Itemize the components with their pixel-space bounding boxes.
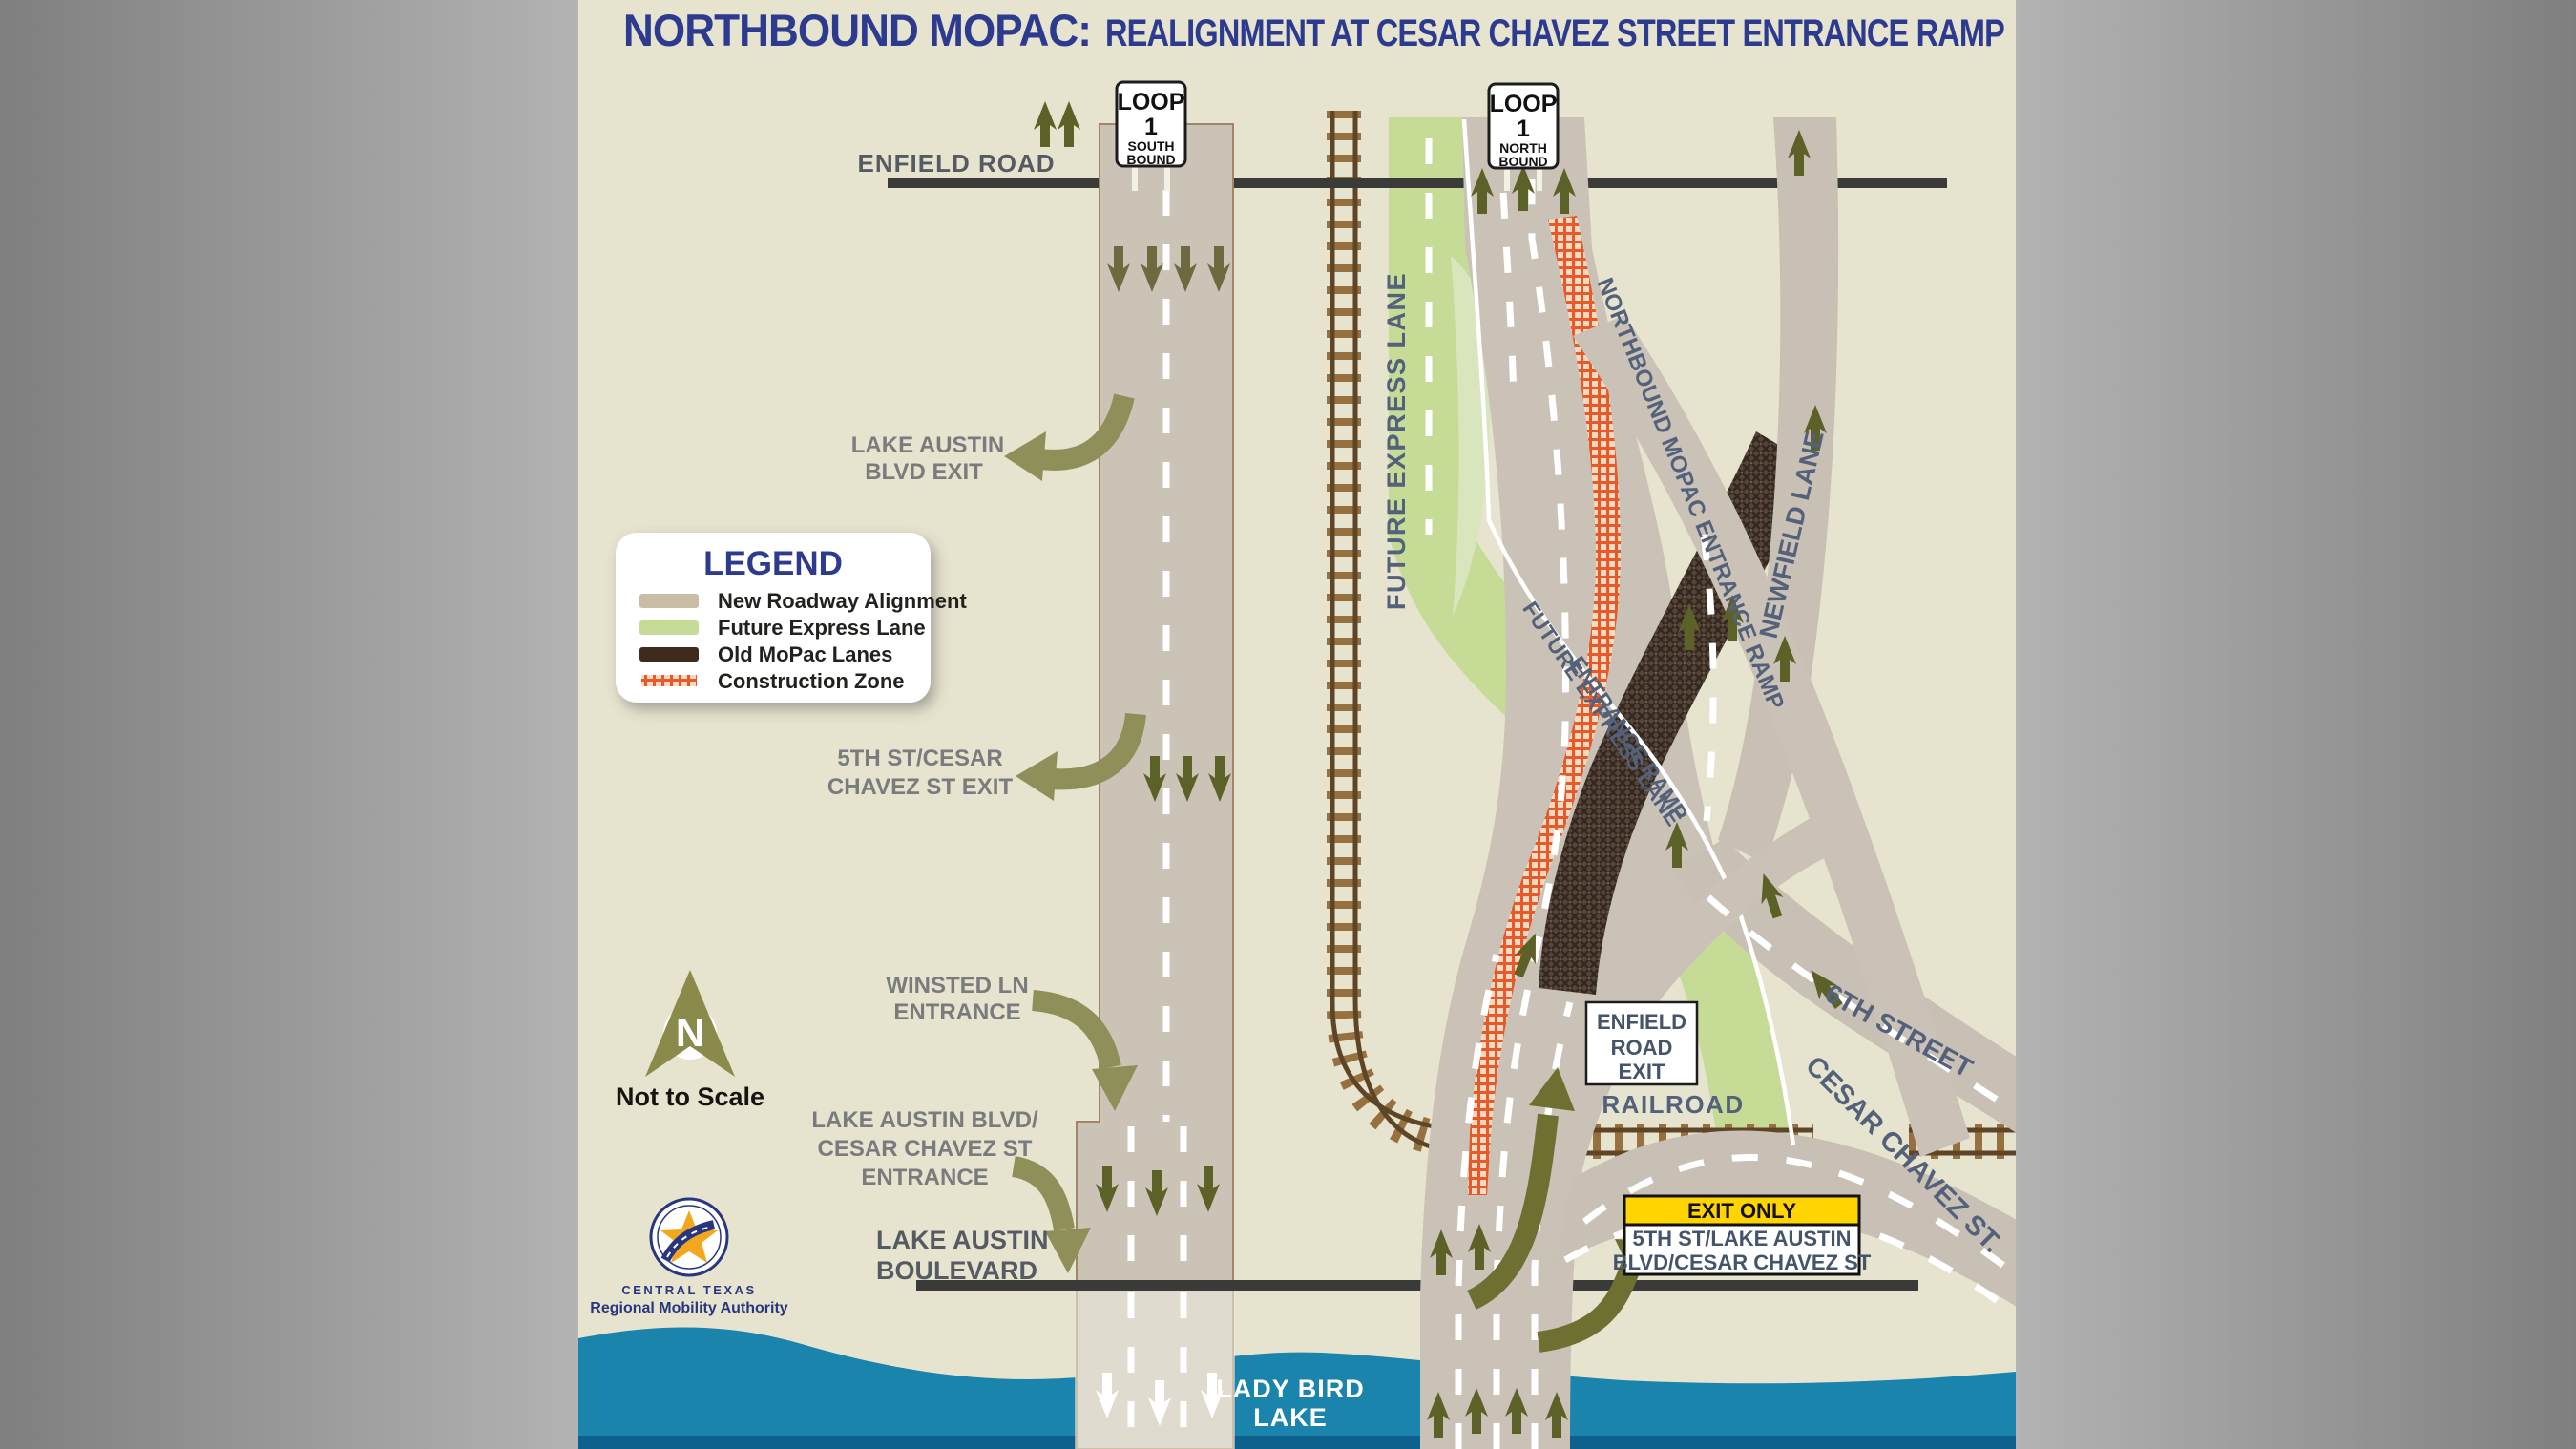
svg-text:New Roadway Alignment: New Roadway Alignment <box>718 589 967 613</box>
svg-text:LADY BIRD: LADY BIRD <box>1216 1375 1365 1403</box>
svg-text:Old MoPac Lanes: Old MoPac Lanes <box>718 642 892 666</box>
loop1-north-sign: LOOP 1 NORTH BOUND <box>1487 82 1560 191</box>
svg-text:SOUTH: SOUTH <box>1128 138 1175 154</box>
left-gray-panel <box>0 0 578 1449</box>
fifth-exit-label: 5TH ST/CESAR CHAVEZ ST EXIT <box>827 746 1014 800</box>
page-title-strong: NORTHBOUND MOPAC: <box>623 5 1091 55</box>
cesar-chavez-road <box>1558 1130 2016 1307</box>
fifth-st-exit-arrow <box>1051 712 1146 790</box>
lake-austin-exit-arrow <box>1038 393 1135 471</box>
svg-text:Construction Zone: Construction Zone <box>718 669 905 693</box>
winsted-entrance-arrow <box>1031 990 1121 1070</box>
svg-text:BOUND: BOUND <box>1498 154 1547 169</box>
lake-austin-blvd-line <box>916 1280 1918 1291</box>
lane-edge-line <box>1461 118 1796 1146</box>
north-arrow: N <box>645 970 735 1077</box>
svg-text:BOULEVARD: BOULEVARD <box>876 1256 1037 1285</box>
logo-line2: Regional Mobility Authority <box>590 1300 788 1316</box>
enfield-road-line <box>888 178 1947 188</box>
svg-text:ENTRANCE: ENTRANCE <box>861 1165 988 1190</box>
svg-text:ROAD: ROAD <box>1611 1036 1673 1060</box>
svg-text:BLVD/CESAR CHAVEZ ST: BLVD/CESAR CHAVEZ ST <box>1613 1250 1872 1274</box>
ctrma-logo: CENTRAL TEXAS Regional Mobility Authorit… <box>590 1197 788 1316</box>
logo-line1: CENTRAL TEXAS <box>621 1283 756 1297</box>
svg-text:BOUND: BOUND <box>1126 152 1175 167</box>
svg-text:ENFIELD: ENFIELD <box>1597 1010 1686 1034</box>
svg-text:ENTRANCE: ENTRANCE <box>893 999 1020 1025</box>
southbound-bridge-fade <box>1075 1291 1235 1449</box>
lady-bird-lake-water <box>578 1327 2016 1449</box>
lady-bird-lake-label: LADY BIRD LAKE <box>1216 1375 1365 1432</box>
north-letter: N <box>676 1010 704 1055</box>
enfield-exit-box: ENFIELD ROAD EXIT <box>1584 1000 1699 1086</box>
lake-austin-blvd-label: LAKE AUSTIN BOULEVARD <box>876 1226 1049 1285</box>
svg-text:1: 1 <box>1517 116 1530 142</box>
lake-austin-entrance-label: LAKE AUSTIN BLVD/ CESAR CHAVEZ ST ENTRAN… <box>811 1107 1038 1190</box>
page-title-rest: REALIGNMENT AT CESAR CHAVEZ STREET ENTRA… <box>1105 12 2004 54</box>
legend-swatch-construction <box>641 675 697 686</box>
legend-swatch-old-mopac <box>639 647 699 662</box>
enfield-exit-ramp <box>1477 808 1848 1270</box>
construction-zone <box>1468 216 1622 1195</box>
lake-austin-entrance-arrow <box>1011 1156 1075 1231</box>
loop1-south-sign: LOOP 1 SOUTH BOUND <box>1115 80 1187 191</box>
svg-text:LAKE AUSTIN BLVD/: LAKE AUSTIN BLVD/ <box>811 1107 1038 1133</box>
exit-only-header: EXIT ONLY <box>1687 1199 1796 1223</box>
lake-austin-exit-label: LAKE AUSTIN BLVD EXIT <box>851 432 1004 485</box>
svg-text:5TH ST/LAKE AUSTIN: 5TH ST/LAKE AUSTIN <box>1633 1227 1852 1250</box>
enfield-road-label: ENFIELD ROAD <box>858 149 1056 178</box>
exit-only-box: EXIT ONLY 5TH ST/LAKE AUSTIN BLVD/CESAR … <box>1613 1194 1872 1276</box>
legend: LEGEND New Roadway Alignment Future Expr… <box>616 533 967 703</box>
svg-text:LAKE AUSTIN: LAKE AUSTIN <box>876 1226 1049 1254</box>
svg-text:Future Express Lane: Future Express Lane <box>718 616 926 640</box>
svg-text:BLVD EXIT: BLVD EXIT <box>865 459 983 485</box>
nb-entrance-ramp <box>1573 315 1970 1157</box>
svg-text:WINSTED LN: WINSTED LN <box>886 973 1028 998</box>
svg-text:5TH ST/CESAR: 5TH ST/CESAR <box>837 746 1002 771</box>
svg-text:CESAR CHAVEZ ST: CESAR CHAVEZ ST <box>818 1136 1033 1162</box>
svg-text:LAKE AUSTIN: LAKE AUSTIN <box>851 432 1004 458</box>
winsted-label: WINSTED LN ENTRANCE <box>886 973 1028 1025</box>
not-to-scale-label: Not to Scale <box>616 1082 764 1111</box>
svg-text:EXIT: EXIT <box>1619 1060 1665 1083</box>
right-gray-panel <box>2016 0 2576 1449</box>
future-express-lane-label: FUTURE EXPRESS LANE <box>1382 272 1411 610</box>
svg-text:LAKE: LAKE <box>1253 1403 1328 1432</box>
svg-text:1: 1 <box>1144 114 1158 140</box>
legend-swatch-new-roadway <box>639 594 699 608</box>
svg-text:CHAVEZ ST EXIT: CHAVEZ ST EXIT <box>827 774 1014 800</box>
legend-swatch-express-lane <box>639 620 699 635</box>
legend-title: LEGEND <box>703 545 843 582</box>
lake-deep-edge <box>578 1436 2016 1449</box>
svg-text:LOOP: LOOP <box>1490 91 1558 117</box>
svg-text:NORTH: NORTH <box>1499 140 1547 156</box>
enfield-exit-arrow <box>1466 1113 1559 1310</box>
svg-text:LOOP: LOOP <box>1118 89 1185 116</box>
railroad-label: RAILROAD <box>1602 1090 1744 1119</box>
